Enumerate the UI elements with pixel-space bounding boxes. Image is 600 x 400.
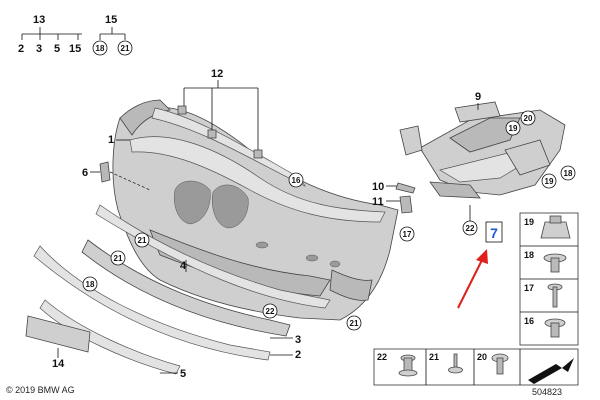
group-13-label: 13 xyxy=(33,14,45,26)
callout-11: 11 xyxy=(372,196,384,208)
callout-21-bumper: 21 xyxy=(350,319,359,328)
callout-22-bumper: 22 xyxy=(266,307,275,316)
bottom-table-20: 20 xyxy=(477,352,487,362)
group-13-sub-1: 2 xyxy=(18,43,24,55)
fastener-table-side: 19 18 17 16 xyxy=(519,212,579,346)
table-row-16: 16 xyxy=(524,316,534,326)
callout-17: 17 xyxy=(403,230,412,239)
callout-5: 5 xyxy=(180,368,186,380)
callout-21-upper: 21 xyxy=(138,236,147,245)
copyright-text: © 2019 BMW AG xyxy=(6,385,75,395)
plate-bracket-14 xyxy=(25,315,91,353)
table-row-19: 19 xyxy=(524,217,534,227)
bottom-table-21: 21 xyxy=(429,352,439,362)
group-legend-13: 13 2 3 5 15 xyxy=(18,14,82,55)
trim-strip-4 xyxy=(95,204,331,309)
group-15-label: 15 xyxy=(105,14,117,26)
callout-20: 20 xyxy=(524,114,533,123)
callout-7: 7 xyxy=(490,225,498,241)
diagram-reference-number: 504823 xyxy=(532,387,562,397)
group-13-sub-2: 3 xyxy=(36,43,42,55)
group-13-sub-3: 5 xyxy=(54,43,60,55)
bracket-6 xyxy=(99,161,111,183)
red-arrow xyxy=(457,249,488,309)
group-15-sub-1: 18 xyxy=(96,44,105,53)
view-arrow-icon xyxy=(528,358,574,384)
group-legend-15: 15 18 21 xyxy=(92,14,133,56)
upper-rail xyxy=(151,107,306,187)
callout-2: 2 xyxy=(295,349,301,361)
callout-21-middle: 21 xyxy=(114,254,123,263)
fastener-table-bottom: 22 21 20 xyxy=(373,348,579,386)
callout-3: 3 xyxy=(295,334,301,346)
callout-14: 14 xyxy=(52,358,65,370)
trim-strip-3 xyxy=(81,239,291,337)
callout-18-strip: 18 xyxy=(86,280,95,289)
callout-6: 6 xyxy=(82,167,88,179)
callout-1: 1 xyxy=(108,134,114,146)
callout-19-top: 19 xyxy=(509,124,518,133)
callout-16: 16 xyxy=(292,176,301,185)
bumper-cover xyxy=(112,99,399,321)
group-15-sub-2: 21 xyxy=(121,44,130,53)
callout-12: 12 xyxy=(211,68,223,80)
callout-18-side: 18 xyxy=(564,169,573,178)
clip-group-12: 12 xyxy=(177,68,263,159)
table-row-17: 17 xyxy=(524,283,534,293)
side-bracket-assembly xyxy=(399,101,566,199)
part-7-box xyxy=(485,221,503,243)
part-10 xyxy=(395,182,416,194)
callout-19-side: 19 xyxy=(545,177,554,186)
group-13-sub-4: 15 xyxy=(69,43,81,55)
callout-4: 4 xyxy=(180,260,187,272)
callout-10: 10 xyxy=(372,181,384,193)
bottom-table-22: 22 xyxy=(377,352,387,362)
callout-22-side: 22 xyxy=(466,224,475,233)
trim-strip-2 xyxy=(33,245,271,361)
table-row-18: 18 xyxy=(524,250,534,260)
callout-9: 9 xyxy=(475,91,481,103)
part-11 xyxy=(399,195,413,214)
